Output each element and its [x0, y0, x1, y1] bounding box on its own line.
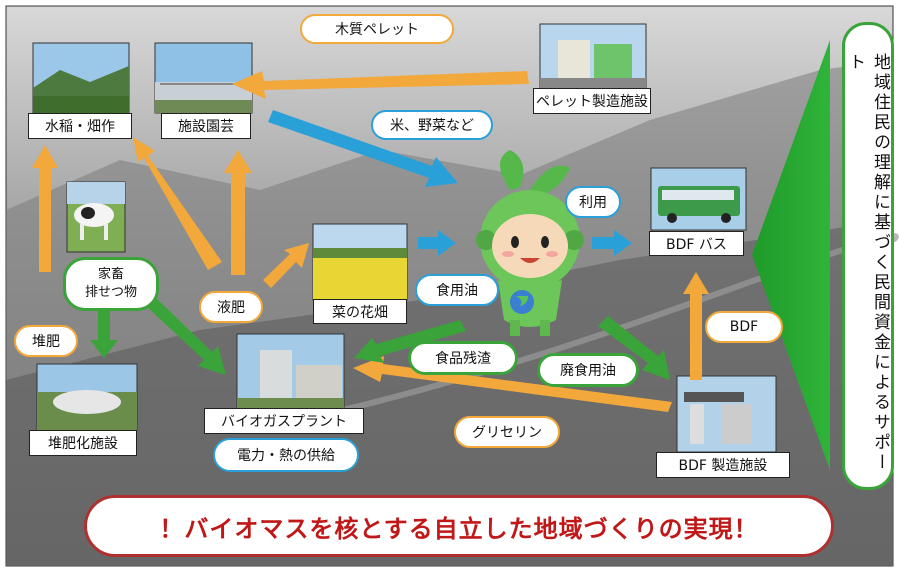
rapeseed-photo	[312, 223, 408, 301]
orange-arrows	[32, 71, 709, 412]
paddy-field-label: 水稲・畑作	[28, 113, 132, 139]
support-triangle	[752, 40, 830, 470]
cooking-oil-label: 食用油	[415, 274, 499, 306]
waste-oil-label: 廃食用油	[537, 353, 639, 387]
liquid-fertilizer-label: 液肥	[199, 291, 263, 323]
green-arrows	[90, 296, 670, 380]
goal-banner: ！バイオマスを核とする自立した地域づくりの実現！	[84, 495, 834, 557]
bdf-plant-photo	[676, 375, 777, 453]
greenhouse-photo	[154, 42, 253, 114]
power-heat-label: 電力・熱の供給	[213, 438, 359, 472]
bdf-label: BDF	[705, 311, 783, 343]
glycerin-label: グリセリン	[454, 416, 560, 448]
use-label: 利用	[565, 186, 621, 218]
mascot-character	[476, 150, 584, 336]
rapeseed-field-label: 菜の花畑	[313, 299, 407, 324]
compost-facility-label: 堆肥化施設	[29, 430, 137, 456]
bus-photo	[650, 167, 747, 231]
greenhouse-label: 施設園芸	[161, 113, 251, 139]
compost-photo	[36, 363, 138, 431]
cow-photo	[66, 181, 126, 253]
compost-label: 堆肥	[14, 325, 78, 357]
bdf-bus-label: BDF バス	[649, 231, 744, 256]
food-residue-label: 食品残渣	[408, 341, 518, 375]
community-support-note: 地域住民の理解に基づく民間資金によるサポート	[842, 22, 894, 490]
paddy-photo	[32, 42, 130, 114]
blue-arrows	[268, 110, 632, 256]
rice-veg-label: 米、野菜など	[371, 110, 493, 140]
bdf-plant-label: BDF 製造施設	[656, 452, 790, 478]
livestock-waste-label: 家畜 排せつ物	[63, 257, 159, 311]
biogas-photo	[236, 333, 345, 409]
livestock-waste-text: 家畜 排せつ物	[84, 267, 137, 300]
wood-pellet-label: 木質ペレット	[300, 14, 454, 44]
biogas-plant-label: バイオガスプラント	[204, 408, 364, 434]
pellet-plant-photo	[539, 23, 647, 89]
pellet-plant-label: ペレット製造施設	[533, 88, 651, 114]
community-support-text: 地域住民の理解に基づく民間資金によるサポート	[845, 53, 890, 473]
